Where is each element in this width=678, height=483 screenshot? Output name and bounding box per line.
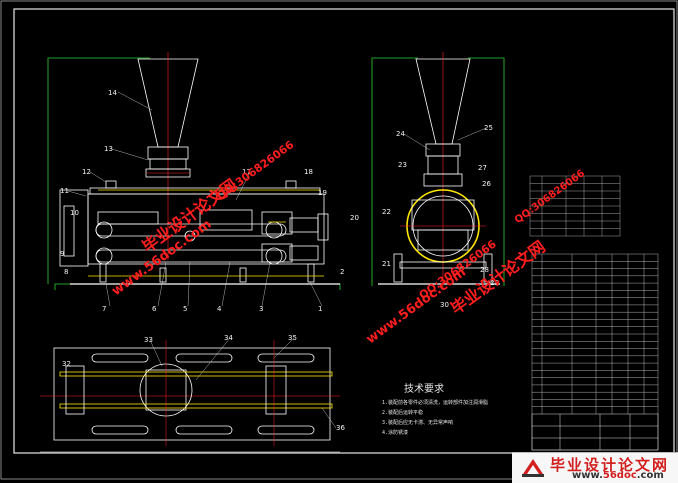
part-label: 1 [318,305,322,313]
part-label: 6 [152,305,157,313]
part-label: 3 [259,305,263,313]
tech-requirement-item: 3.装配后应无卡滞、无异常声响 [382,419,453,426]
part-label: 27 [478,164,487,172]
front-view-accents [88,189,324,277]
tech-requirement-item: 4.涂防锈漆 [382,429,408,436]
drawing-border-inner [13,8,675,454]
part-label: 8 [64,268,68,276]
part-label: 25 [484,124,493,132]
part-label: 26 [482,180,491,188]
watermark-table: QQ:306826066 [513,168,587,226]
part-label: 5 [183,305,187,313]
part-label: 19 [318,189,327,197]
site-logo-url-domain: 56doc [602,470,637,481]
part-label: 23 [398,161,407,169]
side-part-labels: 24 25 23 27 26 22 21 28 29 30 [382,124,499,309]
site-logo-url: www.56doc.com [572,470,664,481]
part-label: 11 [60,187,69,195]
part-label: 10 [70,209,79,217]
front-part-labels: 14 13 12 11 10 9 8 7 6 5 4 3 2 1 17 18 1… [60,89,359,313]
front-view [47,52,341,290]
part-label: 4 [217,305,222,313]
part-label: 34 [224,334,233,342]
tech-requirements: 技术要求 1.装配前各零件必须清洗，运转部件加注润滑脂 2.装配后运转平稳 3.… [382,382,488,436]
tech-requirement-item: 2.装配后运转平稳 [382,409,423,416]
part-label: 24 [396,130,405,138]
svg-text:QQ:306826066: QQ:306826066 [214,138,296,203]
svg-text:QQ:306826066: QQ:306826066 [513,168,587,226]
tech-requirement-item: 1.装配前各零件必须清洗，运转部件加注润滑脂 [382,399,488,406]
part-label: 7 [102,305,106,313]
part-label: 12 [82,168,91,176]
site-logo-url-prefix: www. [572,470,603,481]
tech-requirements-title: 技术要求 [404,382,444,395]
part-label: 33 [144,336,153,344]
part-label: 14 [108,89,117,97]
part-label: 21 [382,260,391,268]
top-view [40,347,340,453]
part-label: 13 [104,145,113,153]
title-block [531,413,659,451]
part-label: 22 [382,208,391,216]
side-view [371,52,505,290]
site-logo-url-suffix: .com [636,470,664,481]
part-label: 30 [440,301,449,309]
top-view-accents [165,340,275,446]
part-label: 18 [304,168,313,176]
bom-table [531,253,659,451]
part-label: 2 [340,268,344,276]
part-label: 9 [60,250,64,258]
site-logo: 毕业设计论文网 www.56doc.com [512,452,678,483]
small-parts-table [529,175,621,237]
side-frame-line [371,57,418,286]
site-logo-title: 毕业设计论文网 [550,456,670,474]
leader-lines [67,91,487,429]
part-label: 36 [336,424,345,432]
top-part-labels: 32 33 34 35 36 [62,334,345,432]
part-label: 20 [350,214,359,222]
part-label: 28 [480,266,489,274]
part-label: 32 [62,360,71,368]
part-label: 29 [490,279,499,287]
part-label: 35 [288,334,297,342]
front-frame-line [47,57,150,284]
top-view-outline [53,347,331,441]
site-logo-emblem-icon [522,459,544,477]
part-label: 17 [242,168,251,176]
